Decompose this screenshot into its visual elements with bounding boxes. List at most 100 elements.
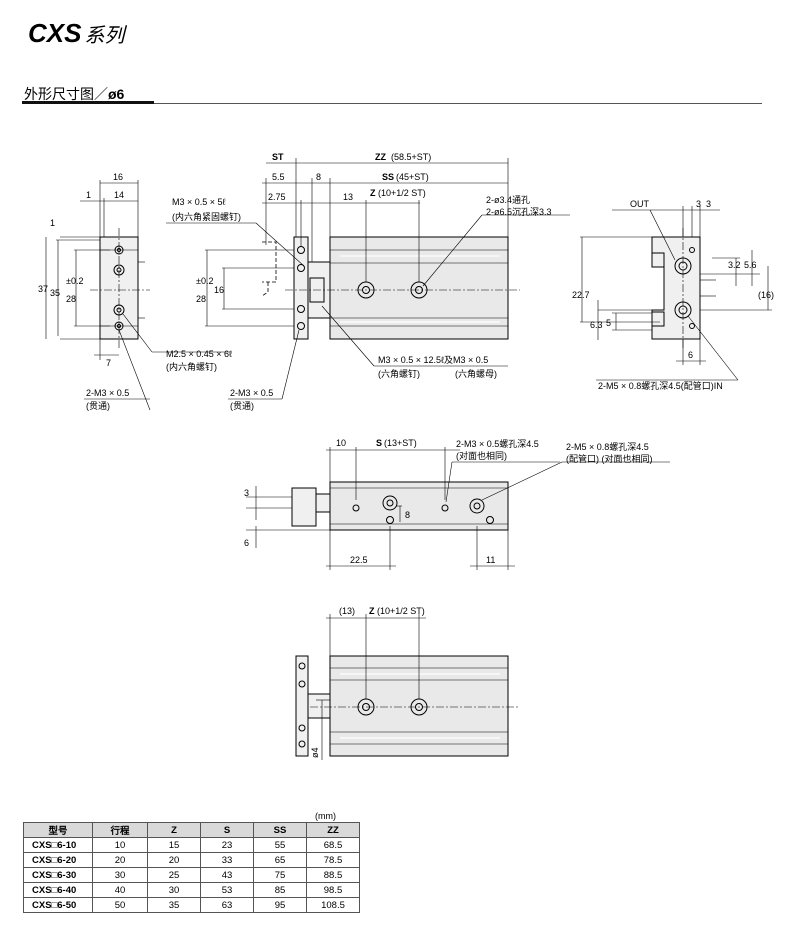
cell-model: CXS□6-40 bbox=[23, 882, 93, 898]
dim-s: S bbox=[376, 438, 382, 448]
hole-6-5-label: 2-ø6.5沉孔深3.3 bbox=[486, 207, 552, 217]
m3-mid-label: 2-M3 × 0.5 bbox=[230, 388, 273, 398]
dim-zz: ZZ bbox=[375, 152, 386, 162]
dim-22-5: 22.5 bbox=[350, 555, 368, 565]
dim-3-b: 3 bbox=[706, 199, 711, 209]
dim-8-bottom: 8 bbox=[405, 510, 410, 520]
section-rule bbox=[22, 103, 762, 104]
m3-12-5-label-sub: (六角螺钉) bbox=[378, 368, 420, 379]
col-header-s: S bbox=[200, 822, 254, 838]
dim-28-mid: 28 bbox=[196, 294, 206, 304]
cell-z: 20 bbox=[147, 852, 201, 868]
dim-5: 5 bbox=[606, 318, 611, 328]
m5-bottom-label: 2-M5 × 0.8螺孔深4.5 bbox=[566, 442, 649, 452]
end-view-left: 16 1 14 37 1 35 28 ±0.2 7 M2.5 × 0.45 × … bbox=[38, 172, 233, 411]
cell-stroke: 20 bbox=[92, 852, 148, 868]
m3-left-label-sub: (贯通) bbox=[86, 401, 110, 411]
m35-label: M3 × 0.5 × 5ℓ bbox=[172, 197, 227, 207]
m3-12-5-label: M3 × 0.5 × 12.5ℓ及M3 × 0.5 bbox=[378, 355, 488, 365]
m5-bottom-label-sub: (配管口) (对面也相同) bbox=[566, 453, 653, 464]
table-row: CXS□6-50 50 35 63 95 108.5 bbox=[23, 897, 360, 913]
table-header-row: 型号 行程 Z S SS ZZ bbox=[23, 822, 360, 838]
dim-ss-value: (45+ST) bbox=[396, 172, 429, 182]
dim-37: 37 bbox=[38, 284, 48, 294]
cell-zz: 68.5 bbox=[306, 837, 360, 853]
dim-6: 6 bbox=[688, 350, 693, 360]
out-label: OUT bbox=[630, 199, 650, 209]
dim-13-paren: (13) bbox=[339, 606, 355, 616]
cell-z: 30 bbox=[147, 882, 201, 898]
cell-zz: 98.5 bbox=[306, 882, 360, 898]
cell-ss: 85 bbox=[253, 882, 307, 898]
dim-3-a: 3 bbox=[696, 199, 701, 209]
m3-mid-label-sub: (贯通) bbox=[230, 401, 254, 411]
cell-model: CXS□6-10 bbox=[23, 837, 93, 853]
dim-16-paren: (16) bbox=[758, 290, 774, 300]
m5-in-label: 2-M5 × 0.8螺孔深4.5(配管口)IN bbox=[598, 380, 723, 391]
cell-s: 63 bbox=[200, 897, 254, 913]
dim-s-value: (13+ST) bbox=[384, 438, 417, 448]
cell-z: 15 bbox=[147, 837, 201, 853]
m3-12-5-label-nut: (六角螺母) bbox=[455, 368, 497, 379]
dim-35: 35 bbox=[50, 288, 60, 298]
dim-16-mid: 16 bbox=[214, 285, 224, 295]
cell-ss: 65 bbox=[253, 852, 307, 868]
dim-16: 16 bbox=[113, 172, 123, 182]
section-rule-accent bbox=[22, 101, 154, 104]
hole-3-4-label: 2-ø3.4通孔 bbox=[486, 195, 530, 205]
dim-1-vertical: 1 bbox=[50, 218, 55, 228]
table-row: CXS□6-30 30 25 43 75 88.5 bbox=[23, 867, 360, 883]
m3-left-label: 2-M3 × 0.5 bbox=[86, 388, 129, 398]
dim-22-7: 22.7 bbox=[572, 290, 590, 300]
dim-28-left-tol: ±0.2 bbox=[66, 276, 83, 286]
section-title-prefix: 外形尺寸图／ bbox=[24, 87, 108, 103]
dim-5-5: 5.5 bbox=[272, 172, 285, 182]
dim-zz-value: (58.5+ST) bbox=[391, 152, 431, 162]
end-view-right: OUT 3 3 3.2 5.6 (16) 22.7 6.3 5 6 2-M5 ×… bbox=[572, 199, 774, 391]
stroke-view: (13) Z (10+1/2 ST) ø4 bbox=[295, 606, 520, 760]
dim-28-left: 28 bbox=[66, 294, 76, 304]
m35-label-sub: (内六角紧固螺钉) bbox=[172, 211, 241, 222]
cell-zz: 88.5 bbox=[306, 867, 360, 883]
cell-model: CXS□6-30 bbox=[23, 867, 93, 883]
cell-ss: 95 bbox=[253, 897, 307, 913]
dim-28-mid-tol: ±0.2 bbox=[196, 276, 213, 286]
cell-model: CXS□6-50 bbox=[23, 897, 93, 913]
col-header-ss: SS bbox=[253, 822, 307, 838]
bottom-body bbox=[329, 481, 509, 531]
cell-stroke: 30 bbox=[92, 867, 148, 883]
dim-7: 7 bbox=[106, 358, 111, 368]
m25-label: M2.5 × 0.45 × 6ℓ bbox=[166, 349, 233, 359]
dim-10: 10 bbox=[336, 438, 346, 448]
plate-outline bbox=[293, 236, 309, 340]
dim-11: 11 bbox=[486, 555, 495, 565]
m3-bottom-label-sub: (对面也相同) bbox=[456, 450, 507, 461]
dim-z-bottom-value: (10+1/2 ST) bbox=[377, 606, 425, 616]
series-code: CXS bbox=[28, 18, 82, 48]
cell-s: 43 bbox=[200, 867, 254, 883]
dim-z-bottom: Z bbox=[369, 606, 375, 616]
series-suffix: 系列 bbox=[84, 25, 125, 47]
table-row: CXS□6-20 20 20 33 65 78.5 bbox=[23, 852, 360, 868]
dim-8: 8 bbox=[316, 172, 321, 182]
dim-6-bottom: 6 bbox=[244, 538, 249, 548]
dim-ss: SS bbox=[382, 172, 394, 182]
side-view-main: ST ZZ (58.5+ST) 5.5 8 SS (45+ST) 2.75 13… bbox=[166, 152, 570, 411]
col-header-zz: ZZ bbox=[306, 822, 360, 838]
dim-5-6: 5.6 bbox=[744, 260, 757, 270]
cell-s: 53 bbox=[200, 882, 254, 898]
dim-2-75: 2.75 bbox=[268, 192, 286, 202]
dim-1: 1 bbox=[86, 190, 91, 200]
section-title-bore: ø6 bbox=[108, 86, 125, 102]
bottom-view: 10 S (13+ST) 2-M3 × 0.5螺孔深4.5 (对面也相同) 2-… bbox=[244, 438, 670, 570]
cell-s: 23 bbox=[200, 837, 254, 853]
col-header-z: Z bbox=[147, 822, 201, 838]
cell-ss: 75 bbox=[253, 867, 307, 883]
dim-o4: ø4 bbox=[310, 747, 320, 758]
dim-z-value: (10+1/2 ST) bbox=[378, 188, 426, 198]
dim-st: ST bbox=[272, 152, 284, 162]
cell-stroke: 10 bbox=[92, 837, 148, 853]
col-header-model: 型号 bbox=[23, 822, 93, 838]
table-row: CXS□6-10 10 15 23 55 68.5 bbox=[23, 837, 360, 853]
